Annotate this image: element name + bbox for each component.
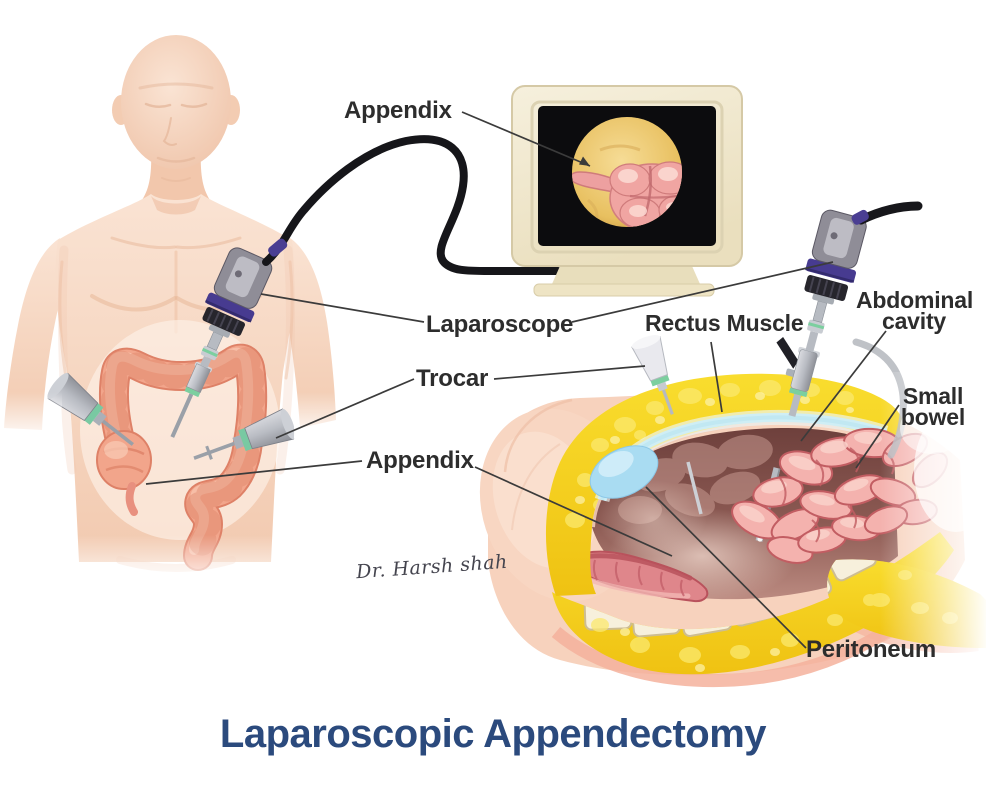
trocar-needle-in-cavity — [686, 461, 703, 515]
label-small-bowel-line1: Small — [902, 383, 964, 409]
diagram-title: Laparoscopic Appendectomy — [219, 712, 767, 756]
appendix-in-cavity — [572, 550, 709, 603]
label-trocar: Trocar — [416, 365, 489, 392]
patient-face — [138, 82, 214, 182]
cross-section — [479, 201, 986, 688]
leader-appendix-body-right — [474, 466, 673, 557]
label-abdominal-cavity: Abdominal cavity — [856, 287, 974, 334]
left-arm-fade — [0, 392, 62, 440]
patient-head — [121, 35, 231, 169]
leader-small-bowel — [855, 404, 900, 469]
patient-figure — [0, 35, 342, 590]
cable-connector — [268, 238, 288, 257]
leader-appendix-monitor — [461, 111, 591, 167]
label-small-bowel: Small bowel — [898, 383, 968, 430]
rectus-muscle-layer — [589, 409, 889, 503]
leader-lines — [145, 111, 900, 649]
laparoscope-instrument — [170, 247, 273, 438]
camera-cable — [262, 135, 562, 276]
patient-right-arm — [284, 238, 336, 428]
leader-peritoneum — [645, 486, 807, 649]
leader-arrowhead — [579, 156, 590, 166]
monitor — [511, 85, 743, 297]
fat-layer-bottom — [552, 532, 954, 675]
appendix-on-torso — [125, 482, 138, 516]
label-laparoscope: Laparoscope — [426, 311, 574, 338]
label-rectus-muscle: Rectus Muscle — [645, 310, 804, 336]
trocar-in-section — [631, 335, 674, 415]
label-abdominal-cavity-line2: cavity — [881, 308, 946, 334]
label-peritoneum: Peritoneum — [806, 636, 937, 663]
section-cable-connector — [851, 209, 869, 225]
chest-contours — [57, 236, 295, 572]
label-abdominal-cavity-line1: Abdominal — [856, 287, 974, 313]
right-arm-fade — [294, 392, 342, 438]
label-appendix-monitor: Appendix — [344, 97, 452, 124]
leader-abdominal-cavity — [800, 330, 887, 442]
fat-layer-top — [545, 373, 903, 596]
leader-trocar-right — [493, 365, 646, 380]
cecum — [96, 430, 152, 490]
neck-shadow — [151, 196, 201, 215]
torso-fade — [55, 535, 305, 590]
leader-laparoscope-left — [260, 293, 425, 323]
monitor-stand — [552, 266, 700, 284]
label-small-bowel-line2: bowel — [900, 404, 966, 430]
leader-trocar-left — [275, 378, 415, 439]
label-appendix-body: Appendix — [366, 447, 474, 474]
large-intestine — [98, 343, 268, 571]
leader-appendix-body-left — [145, 460, 363, 485]
leader-laparoscope-right — [571, 261, 834, 323]
section-scope-cable — [856, 201, 923, 225]
monitor-base — [533, 283, 715, 297]
trocar-instrument-right — [193, 408, 296, 460]
patient-left-arm — [4, 238, 60, 430]
leader-rectus-muscle — [710, 341, 723, 413]
fat-texture — [565, 380, 958, 672]
